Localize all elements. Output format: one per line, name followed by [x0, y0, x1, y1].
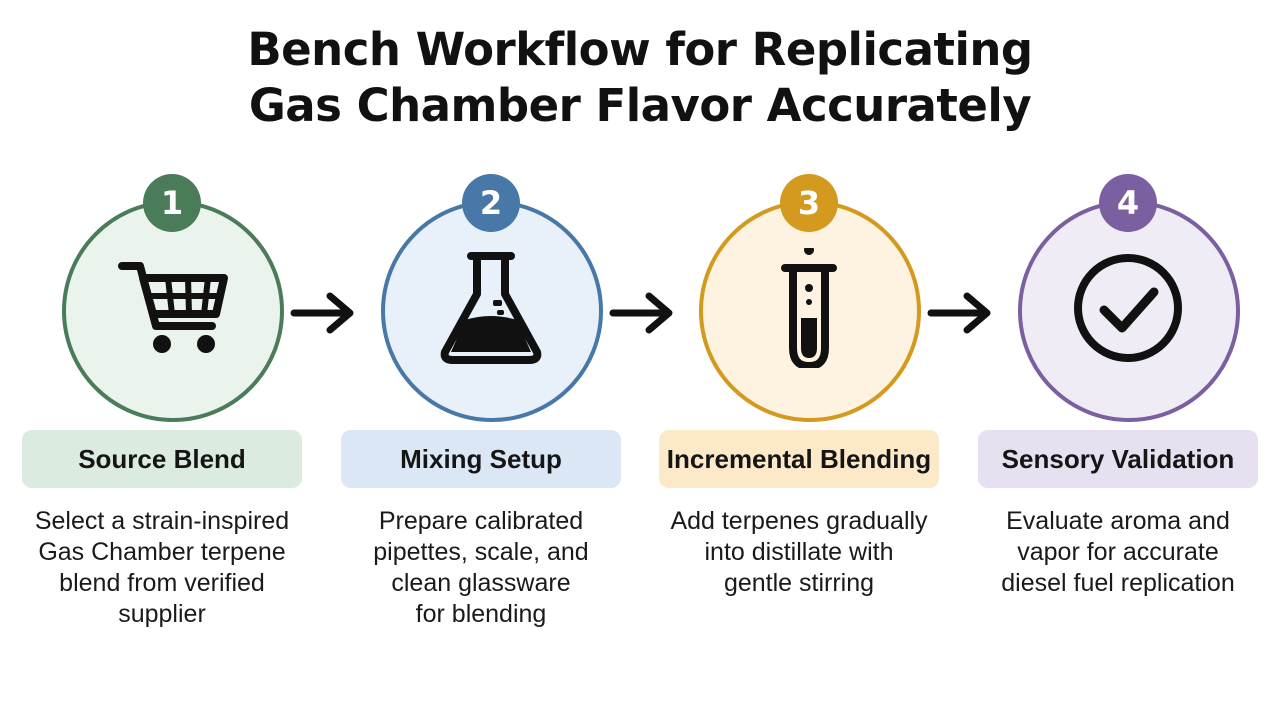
step-4-circle: [1018, 200, 1240, 422]
title-line-2: Gas Chamber Flavor Accurately: [248, 79, 1032, 132]
step-1-label: Source Blend: [22, 430, 302, 488]
step-4-desc-line: Evaluate aroma and: [1006, 507, 1230, 535]
step-1: 1 Source Blend Select a strain-inspired …: [22, 168, 322, 648]
step-2-circle: [381, 200, 603, 422]
step-1-desc-line: Select a strain-inspired: [34, 507, 290, 535]
step-2-desc-line: for blending: [415, 600, 547, 628]
step-3-number-badge: 3: [780, 174, 838, 232]
step-3-label: Incremental Blending: [659, 430, 939, 488]
step-3-desc-line: into distillate with: [704, 538, 894, 566]
step-3-description: Add terpenes gradually into distillate w…: [659, 506, 939, 599]
shopping-cart-icon: [112, 248, 232, 368]
step-2-desc-line: Prepare calibrated: [378, 507, 584, 535]
step-3: 3 Incremental Blending Add terpenes grad…: [659, 168, 959, 648]
step-2-label: Mixing Setup: [341, 430, 621, 488]
step-1-desc-line: blend from verified: [59, 569, 265, 597]
flask-icon: [431, 248, 551, 368]
step-2-desc-line: pipettes, scale, and: [373, 538, 589, 566]
step-1-description: Select a strain-inspired Gas Chamber ter…: [22, 506, 302, 630]
test-tube-icon: [749, 248, 869, 368]
step-4: 4 Sensory Validation Evaluate aroma and …: [978, 168, 1278, 648]
step-4-number-badge: 4: [1099, 174, 1157, 232]
step-4-desc-line: diesel fuel replication: [1001, 569, 1235, 597]
step-4-desc-line: vapor for accurate: [1017, 538, 1219, 566]
step-2-number-badge: 2: [462, 174, 520, 232]
step-3-desc-line: gentle stirring: [723, 569, 875, 597]
step-2-description: Prepare calibrated pipettes, scale, and …: [341, 506, 621, 630]
step-2: 2 Mixing Setup Prepare calibrated pipett…: [341, 168, 641, 648]
step-4-label: Sensory Validation: [978, 430, 1258, 488]
title-line-1: Bench Workflow for Replicating: [247, 23, 1033, 76]
diagram-title: Bench Workflow for Replicating Gas Chamb…: [0, 22, 1280, 134]
step-1-desc-line: Gas Chamber terpene: [38, 538, 286, 566]
step-3-circle: [699, 200, 921, 422]
step-3-desc-line: Add terpenes gradually: [670, 507, 928, 535]
arrow-right-icon: [290, 288, 356, 338]
checkmark-circle-icon: [1068, 248, 1188, 368]
step-1-desc-line: supplier: [118, 600, 206, 628]
step-4-description: Evaluate aroma and vapor for accurate di…: [978, 506, 1258, 599]
step-2-desc-line: clean glassware: [391, 569, 571, 597]
arrow-right-icon: [609, 288, 675, 338]
step-1-number-badge: 1: [143, 174, 201, 232]
arrow-right-icon: [927, 288, 993, 338]
